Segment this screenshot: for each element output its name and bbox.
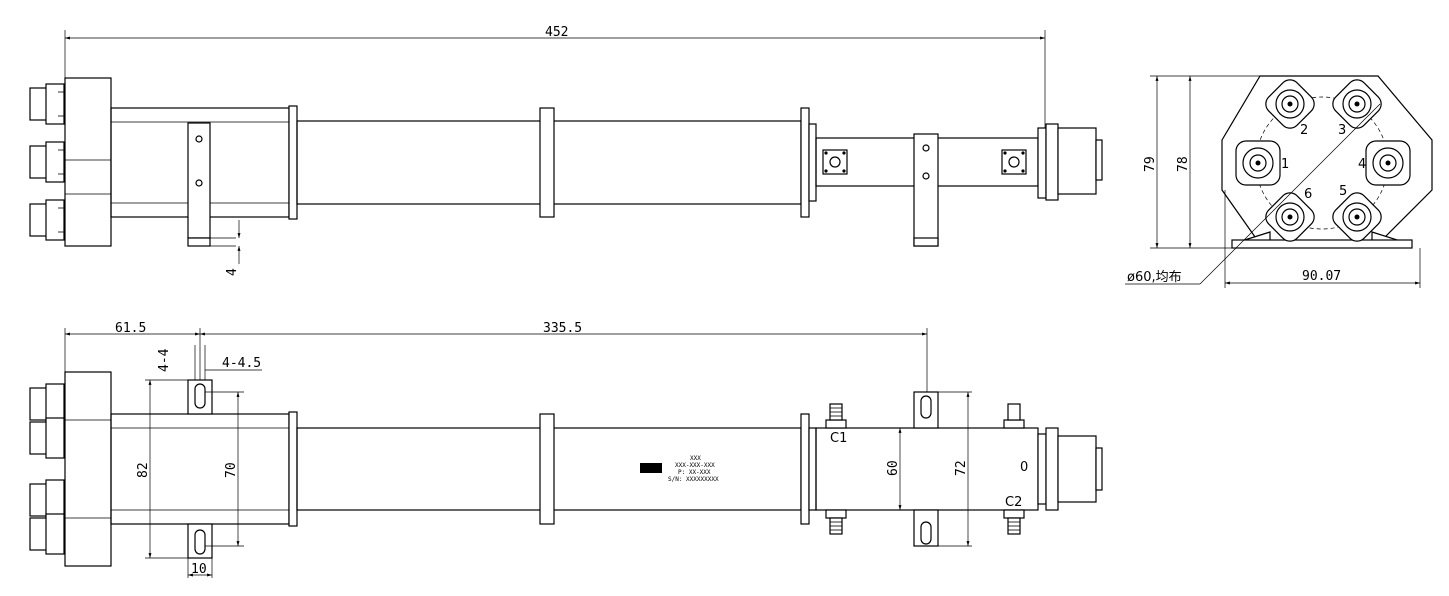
coupler-bracket: [913, 133, 939, 247]
end-port-3: [1332, 79, 1382, 129]
bracket-thickness-dim: 4: [225, 268, 240, 276]
slot-spec-dim: 4-4.5: [222, 356, 261, 371]
slot-tab-bottom: [187, 523, 213, 559]
coupler-label-c1: C1: [830, 431, 847, 446]
port-label-3: 3: [1338, 123, 1346, 138]
input-connectors: [29, 83, 65, 241]
end-port-5: [1332, 192, 1382, 242]
end-port-1: [1235, 140, 1281, 186]
nameplate-line-2: XXX-XXX-XXX: [675, 462, 715, 469]
bolt-circle-label: ø60,均布: [1127, 270, 1182, 285]
nameplate-line-4: S/N: XXXXXXXXX: [668, 476, 719, 483]
top-view: 452 4: [29, 25, 1103, 276]
dim-61-5: 61.5: [115, 321, 146, 336]
nameplate: XXX XXX-XXX-XXX P: XX-XXX S/N: XXXXXXXXX: [640, 455, 719, 483]
slot-tab-top: [187, 379, 213, 415]
height-82-dim: 82: [136, 462, 151, 478]
port-label-4: 4: [1358, 157, 1366, 172]
head-block-bottom: [64, 371, 112, 567]
label-zero: 0: [1020, 460, 1028, 475]
sma-c2-bottom: [1003, 509, 1025, 535]
coupler-label-c2: C2: [1005, 495, 1022, 510]
input-connectors-bottom: [29, 383, 65, 555]
nameplate-line-3: P: XX-XXX: [678, 469, 711, 476]
nameplate-logo: [640, 463, 662, 473]
port-label-2: 2: [1300, 123, 1308, 138]
height-72-dim: 72: [954, 460, 969, 476]
dim-335-5: 335.5: [543, 321, 582, 336]
height-79-dim: 79: [1143, 156, 1158, 172]
end-view: 1 2 3 4 5 6 ø60,均布 79 78 90.07: [1125, 75, 1433, 288]
head-block: [64, 77, 112, 247]
output-connector-bottom: [1057, 435, 1097, 503]
middle-flange-bottom: [539, 413, 555, 525]
overall-length-dim: 452: [545, 25, 568, 40]
coupler-tab-top: [913, 391, 939, 429]
height-70-dim: 70: [224, 462, 239, 478]
height-78-dim: 78: [1176, 156, 1191, 172]
coupler-tab-bottom: [913, 509, 939, 547]
slot-width-dim: 10: [191, 562, 207, 577]
sma-c1-bottom: [825, 509, 847, 535]
end-port-4: [1365, 140, 1411, 186]
width-dim: 90.07: [1302, 269, 1341, 284]
height-60-dim: 60: [886, 460, 901, 476]
coupler-port-c2-top: [1001, 149, 1027, 175]
coupler-port-c1-top: [822, 149, 848, 175]
end-port-6: [1265, 192, 1315, 242]
sma-c1-top: [825, 403, 847, 429]
port-label-6: 6: [1304, 187, 1312, 202]
port-label-1: 1: [1281, 157, 1289, 172]
end-port-2: [1265, 79, 1315, 129]
hole-count-dim: 4-4: [157, 348, 172, 372]
output-connector: [1057, 127, 1097, 195]
middle-flange: [539, 107, 555, 218]
bottom-view: 61.5 335.5 4-4 4-4.5: [29, 321, 1103, 578]
nameplate-line-1: XXX: [690, 455, 701, 462]
port-label-5: 5: [1339, 184, 1347, 199]
sma-c2-top: [1003, 403, 1025, 429]
